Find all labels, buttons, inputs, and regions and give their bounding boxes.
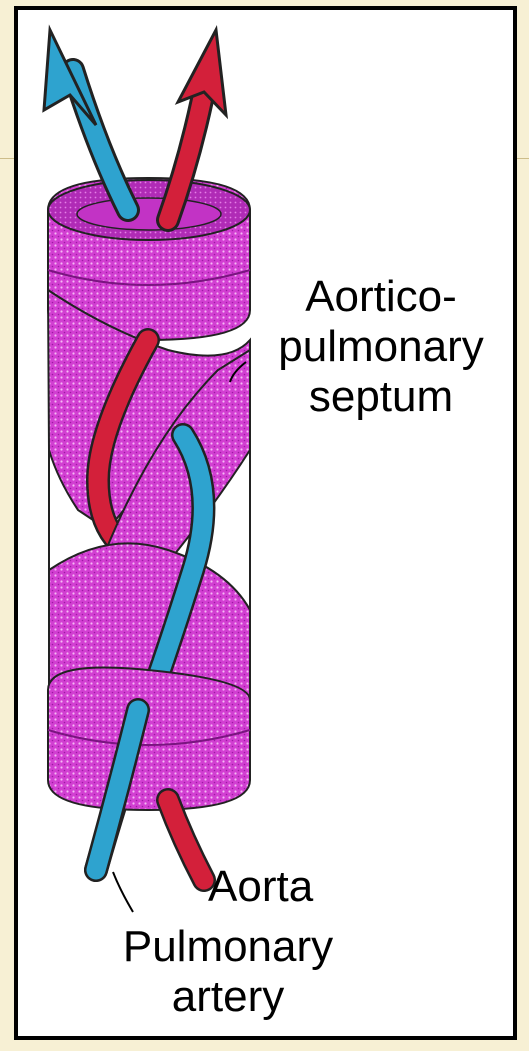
pulmonary-leader-line <box>113 872 133 912</box>
label-septum-line-2: pulmonary <box>261 322 501 372</box>
label-septum-line-3: septum <box>261 372 501 422</box>
label-pulmonary-line-1: Pulmonary <box>98 922 358 972</box>
label-septum-line-1: Aortico- <box>261 272 501 322</box>
diagram-frame: Aortico- pulmonary septum Aorta Pulmonar… <box>14 6 517 1040</box>
label-aorta: Aorta <box>208 862 313 912</box>
label-aortico-pulmonary-septum: Aortico- pulmonary septum <box>261 272 501 422</box>
label-pulmonary-artery: Pulmonary artery <box>98 922 358 1022</box>
label-pulmonary-line-2: artery <box>98 972 358 1022</box>
cylinder-bottom-ring <box>48 668 250 811</box>
